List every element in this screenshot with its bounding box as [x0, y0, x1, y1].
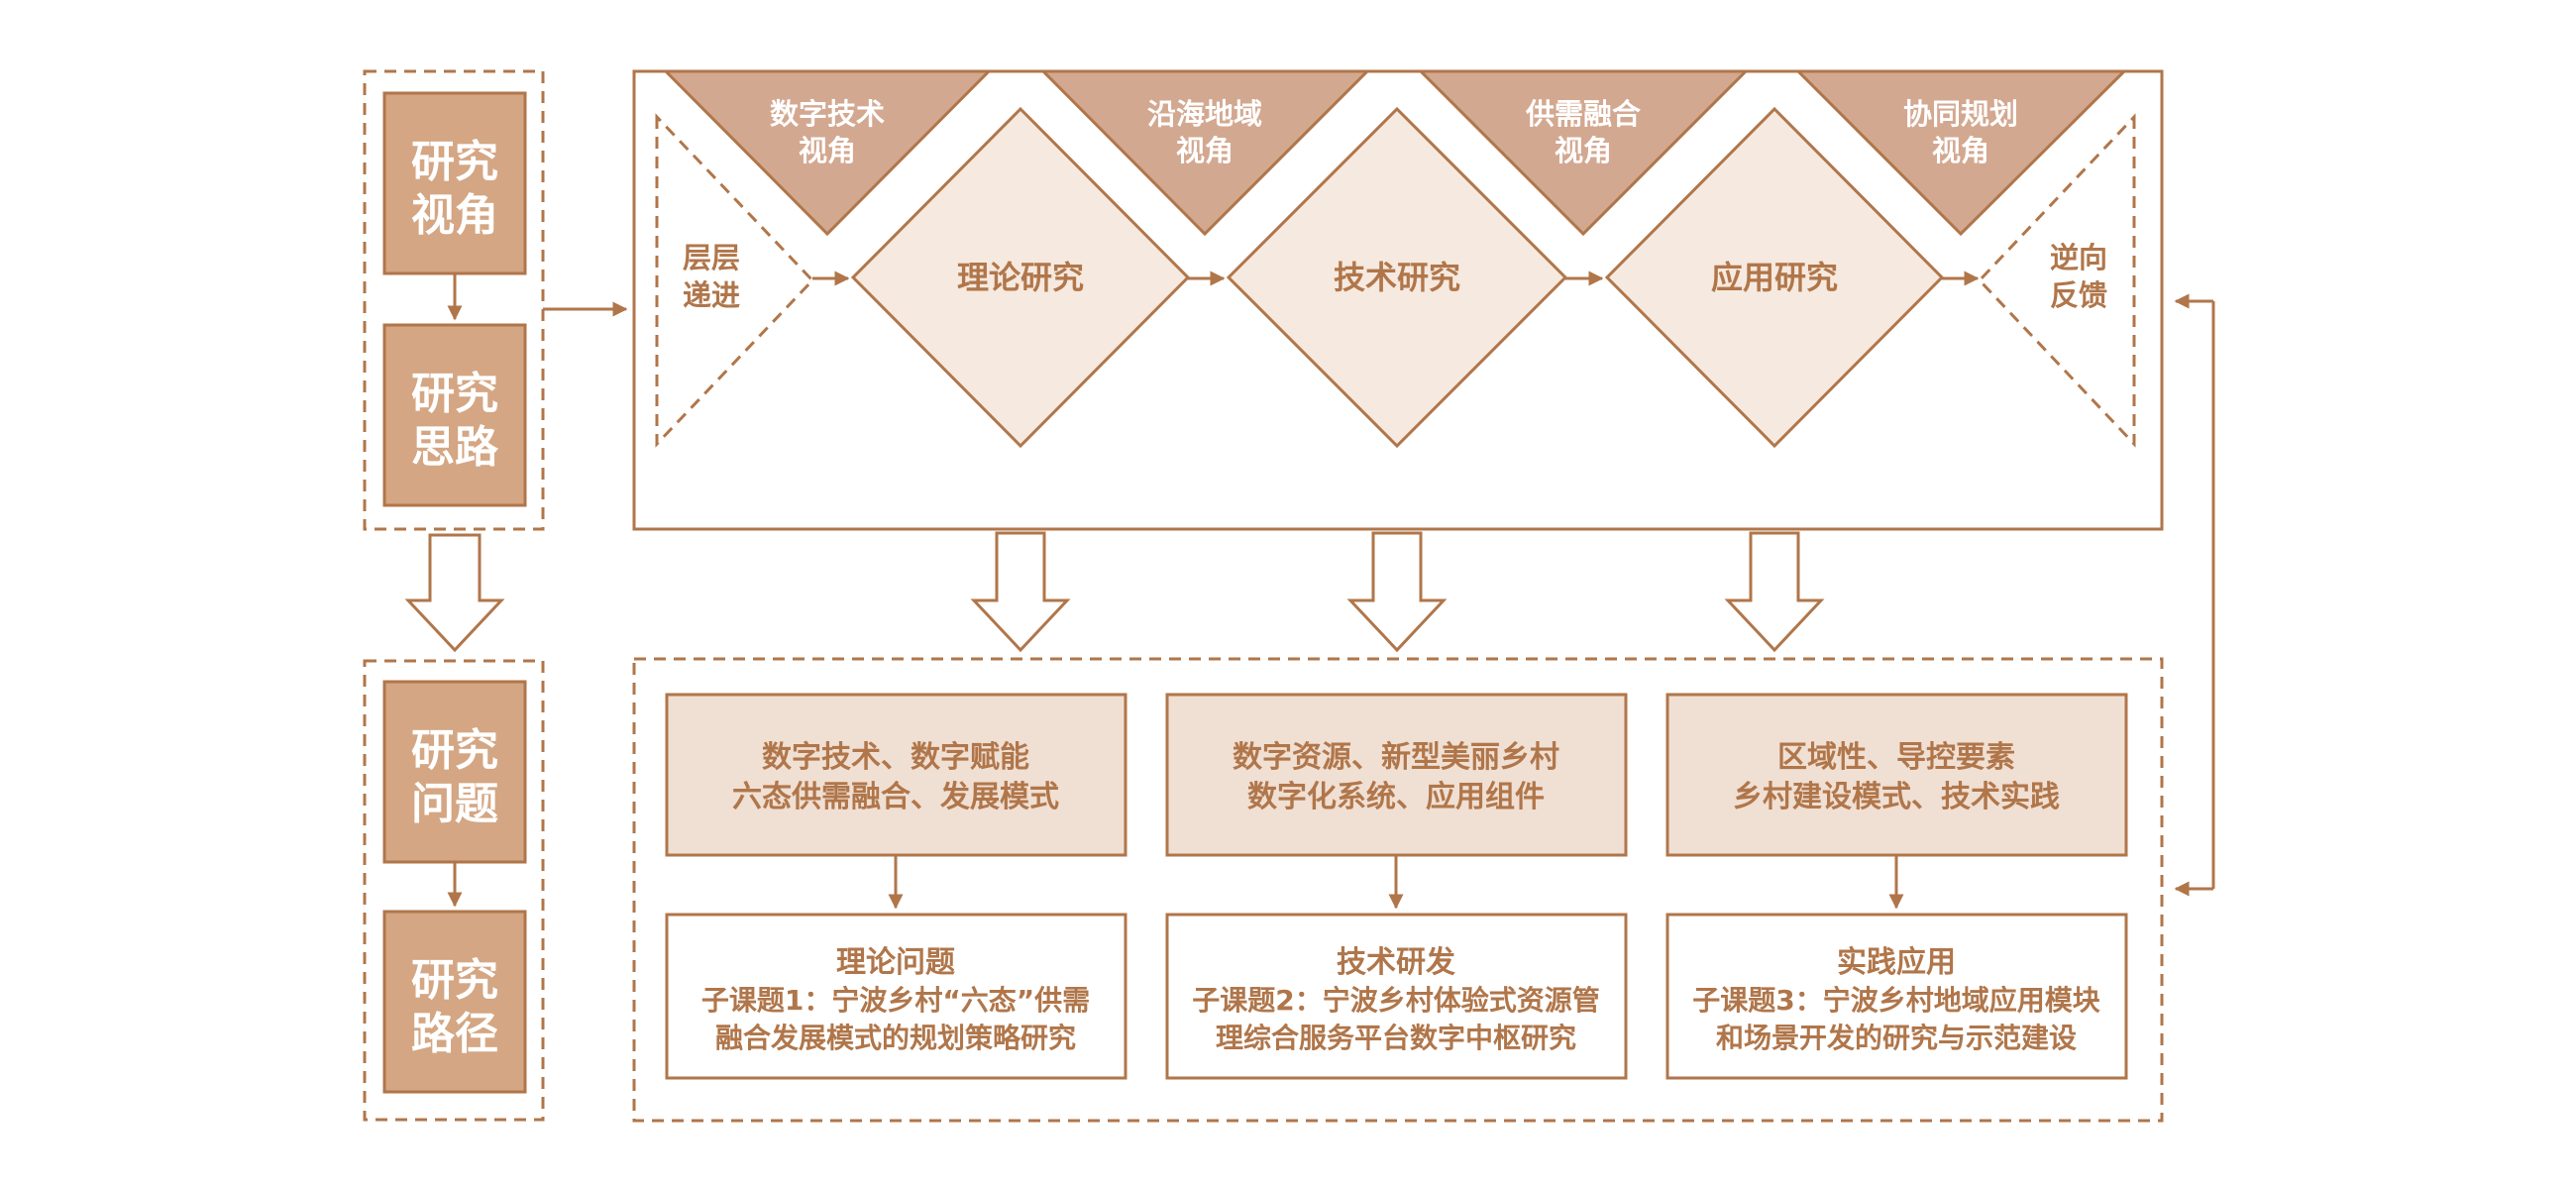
feedback-line1: 逆向	[2050, 241, 2107, 274]
diamond-application-research: 应用研究	[1604, 106, 1945, 449]
perspective-1-line2: 视角	[799, 134, 856, 167]
topic-theory-line2: 融合发展模式的规划策略研究	[715, 1022, 1076, 1054]
band-application: 区域性、导控要素 乡村建设模式、技术实践	[1665, 693, 2128, 857]
topic-technology-line2: 理综合服务平台数字中枢研究	[1216, 1022, 1576, 1054]
hollow-down-arrow-technology	[1346, 531, 1448, 653]
research-path-box: 研究 路径	[382, 910, 527, 1094]
band-technology-line1: 数字资源、新型美丽乡村	[1233, 740, 1559, 775]
topic-box-application: 实践应用 子课题3：宁波乡村地域应用模块 和场景开发的研究与示范建设	[1665, 913, 2128, 1080]
perspective-2-line1: 沿海地域	[1147, 97, 1262, 131]
diamond-theory-label: 理论研究	[957, 259, 1084, 296]
band-theory-line1: 数字技术、数字赋能	[762, 740, 1029, 775]
research-approach-box: 研究 思路	[382, 323, 527, 507]
band-technology: 数字资源、新型美丽乡村 数字化系统、应用组件	[1165, 693, 1628, 857]
band-application-line2: 乡村建设模式、技术实践	[1733, 780, 2060, 814]
left-hollow-down-arrow	[404, 533, 505, 653]
progressive-line2: 递进	[683, 278, 740, 312]
progressive-line1: 层层	[683, 241, 740, 274]
research-path-line2: 路径	[411, 1009, 498, 1059]
perspective-triangle-supply-demand: 供需融合 视角	[1417, 69, 1750, 237]
diamond-theory-research: 理论研究	[850, 106, 1191, 449]
left-upper-dashed-frame	[363, 69, 545, 531]
bottom-dashed-frame	[632, 657, 2164, 1123]
topic-technology-title: 技术研发	[1337, 945, 1455, 980]
topic-application-title: 实践应用	[1837, 945, 1956, 980]
topic-technology-line1: 子课题2：宁波乡村体验式资源管	[1192, 984, 1599, 1017]
band-technology-line2: 数字化系统、应用组件	[1247, 780, 1545, 814]
perspective-triangle-coastal-region: 沿海地域 视角	[1039, 69, 1371, 237]
perspective-triangle-digital-tech: 数字技术 视角	[662, 69, 993, 237]
perspective-1-line1: 数字技术	[770, 97, 885, 131]
topic-box-theory: 理论问题 子课题1：宁波乡村“六态”供需 融合发展模式的规划策略研究	[665, 913, 1127, 1080]
research-perspective-line2: 视角	[411, 190, 498, 241]
top-panel-frame	[632, 69, 2164, 531]
topic-box-technology: 技术研发 子课题2：宁波乡村体验式资源管 理综合服务平台数字中枢研究	[1165, 913, 1628, 1080]
diamond-technology-research: 技术研究	[1226, 106, 1568, 449]
research-problem-line2: 问题	[411, 779, 498, 829]
topic-application-line1: 子课题3：宁波乡村地域应用模块	[1692, 984, 2099, 1017]
topic-theory-title: 理论问题	[836, 945, 955, 980]
perspective-2-line2: 视角	[1176, 134, 1234, 167]
hollow-down-arrow-theory	[970, 531, 1071, 653]
research-perspective-box: 研究 视角	[382, 91, 527, 275]
hollow-down-arrow-application	[1724, 531, 1825, 653]
research-problem-line1: 研究	[411, 725, 498, 776]
research-perspective-line1: 研究	[411, 137, 498, 187]
left-lower-dashed-frame	[363, 659, 545, 1122]
research-approach-line1: 研究	[411, 369, 498, 419]
feedback-dashed-triangle: 逆向 反馈	[1977, 113, 2136, 448]
topic-application-line2: 和场景开发的研究与示范建设	[1716, 1022, 2077, 1054]
band-theory: 数字技术、数字赋能 六态供需融合、发展模式	[665, 693, 1127, 857]
band-theory-line2: 六态供需融合、发展模式	[732, 780, 1059, 814]
research-problem-box: 研究 问题	[382, 680, 527, 864]
feedback-line2: 反馈	[2050, 278, 2107, 312]
diamond-technology-label: 技术研究	[1334, 259, 1460, 296]
diamond-application-label: 应用研究	[1711, 259, 1838, 296]
perspective-triangle-collaborative-planning: 协同规划 视角	[1794, 69, 2128, 237]
perspective-3-line2: 视角	[1555, 134, 1612, 167]
topic-theory-line1: 子课题1：宁波乡村“六态”供需	[701, 984, 1090, 1017]
perspective-4-line1: 协同规划	[1903, 97, 2018, 131]
research-approach-line2: 思路	[411, 422, 499, 473]
perspective-3-line1: 供需融合	[1525, 97, 1641, 131]
band-application-line1: 区域性、导控要素	[1777, 740, 2015, 775]
perspective-4-line2: 视角	[1932, 134, 1989, 167]
progressive-dashed-triangle: 层层 递进	[655, 113, 815, 448]
research-path-line1: 研究	[411, 955, 498, 1006]
